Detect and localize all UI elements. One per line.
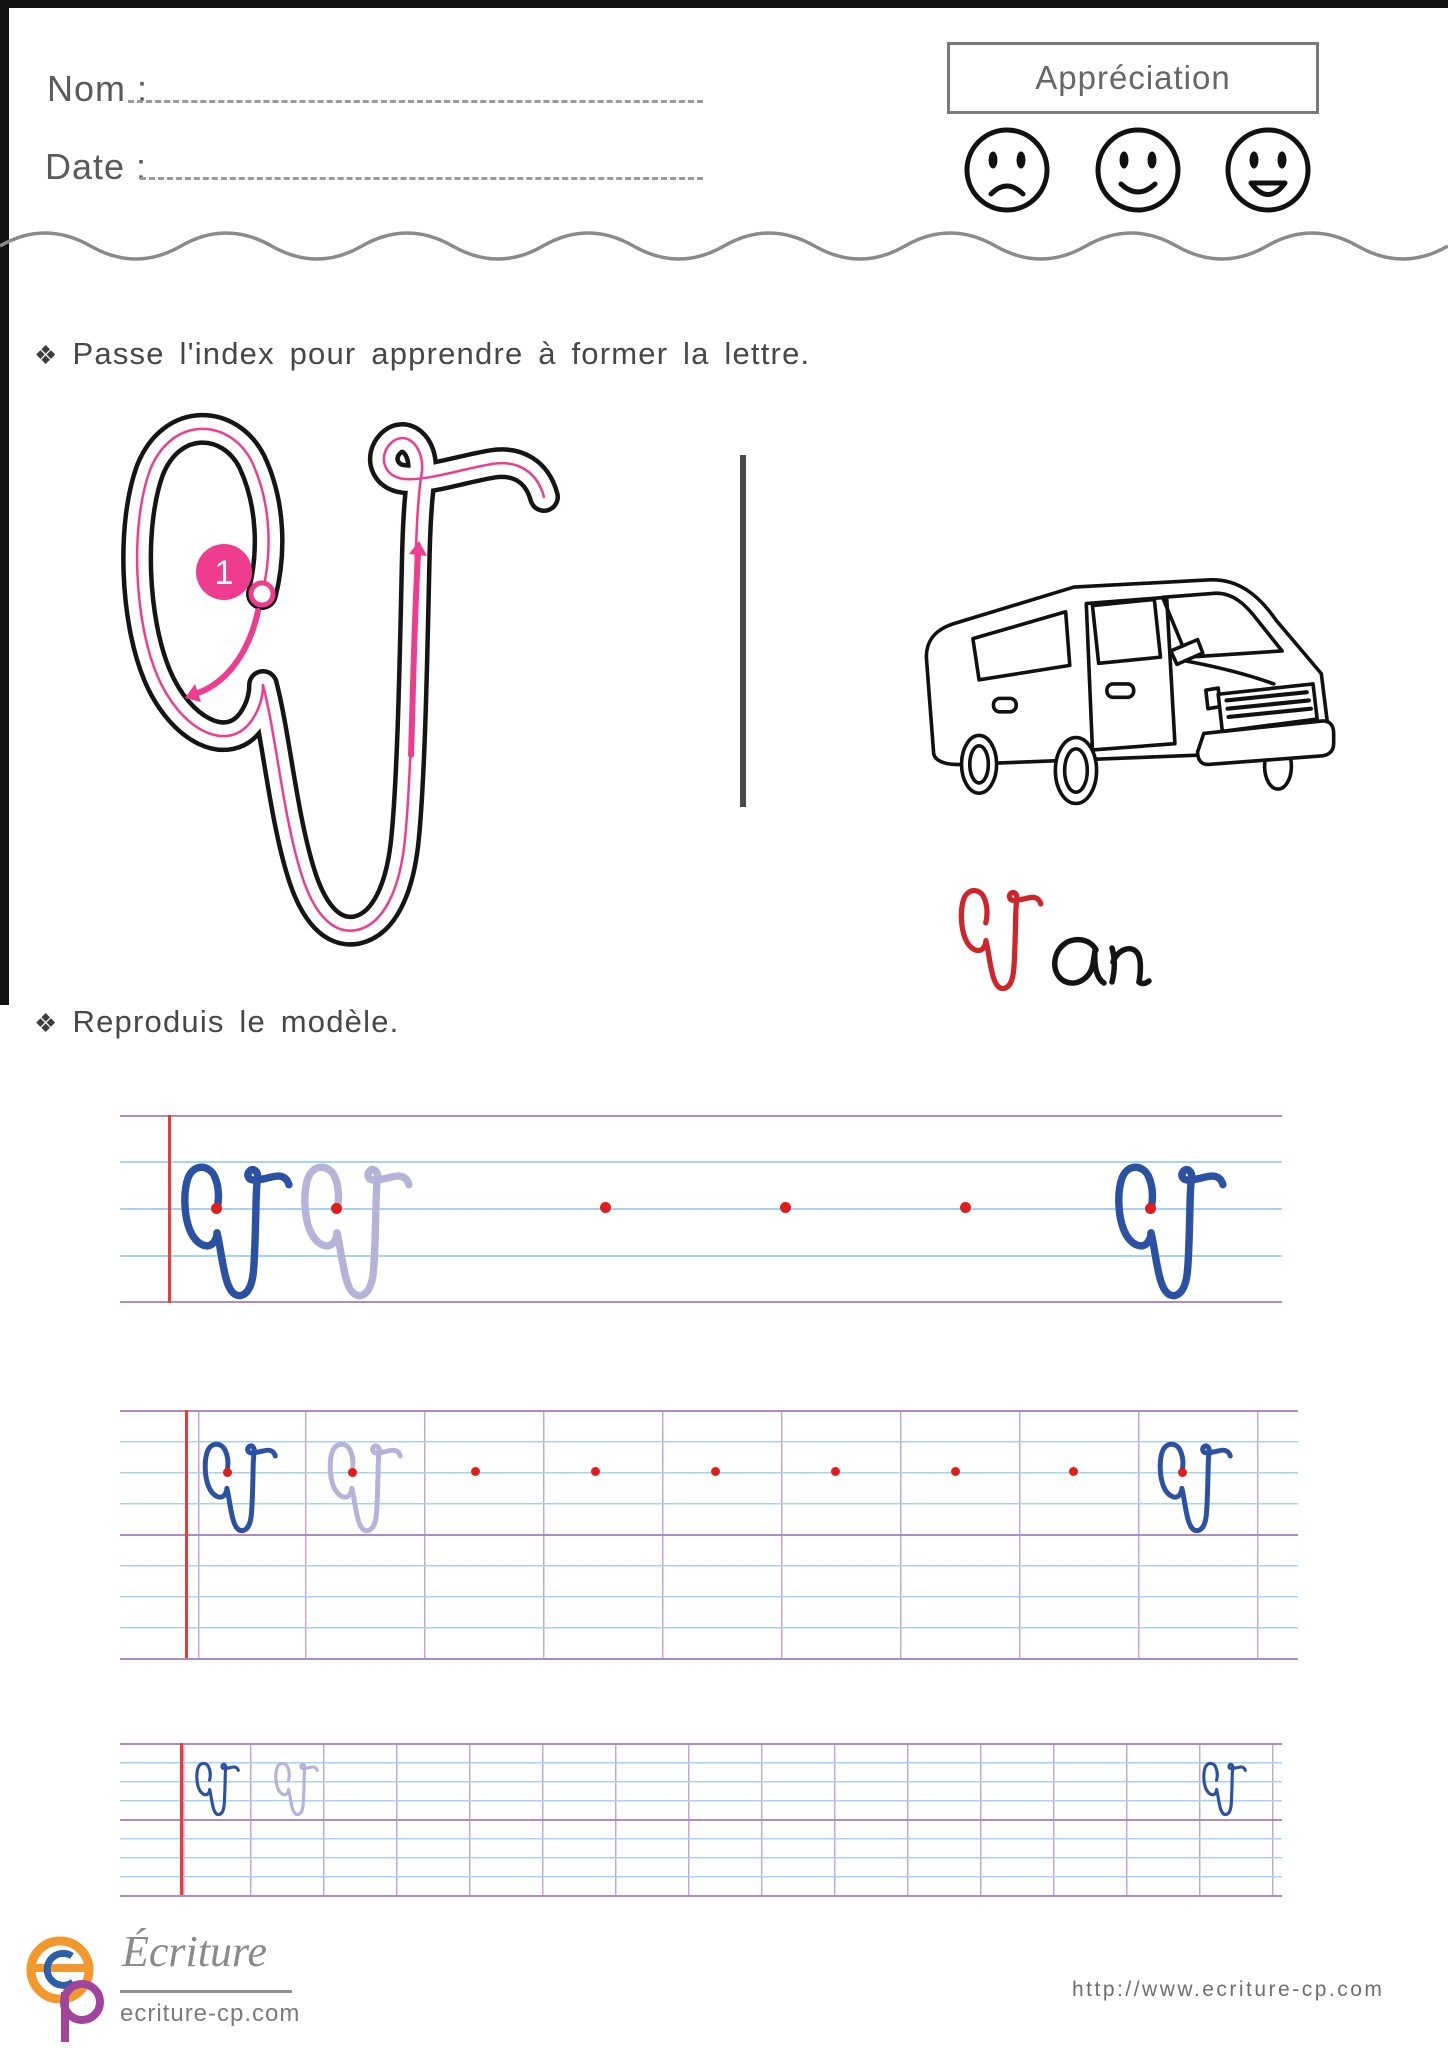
section-divider	[740, 455, 746, 807]
model-letter-blue	[183, 1161, 293, 1302]
model-letter-blue	[1202, 1761, 1247, 1817]
name-label: Nom :	[47, 68, 149, 109]
name-write-line	[128, 100, 703, 103]
scan-edge-left	[0, 0, 9, 1005]
trace-arrow-up	[408, 541, 427, 758]
letter-inner	[137, 429, 544, 931]
start-dot	[348, 1468, 357, 1477]
step-badge	[196, 544, 252, 600]
start-dot	[471, 1467, 480, 1476]
practice-grid-medium	[120, 1410, 1298, 1660]
start-dot	[1069, 1467, 1078, 1476]
sad-face-icon	[964, 127, 1050, 213]
instruction-copy: ❖ Reproduis le modèle.	[34, 1004, 399, 1040]
model-letter-blue	[1159, 1440, 1233, 1535]
practice-lines-large	[120, 1115, 1282, 1303]
start-dot	[960, 1202, 971, 1213]
rule-line	[120, 1161, 1282, 1163]
instruction-trace: ❖ Passe l'index pour apprendre à former …	[34, 336, 810, 372]
instruction-trace-text: Passe l'index pour apprendre à former la…	[72, 336, 811, 371]
footer-url: http://www.ecriture-cp.com	[1072, 1978, 1385, 2001]
date-label: Date :	[45, 146, 148, 187]
start-dot	[223, 1468, 232, 1477]
step-number: 1	[215, 554, 234, 592]
start-dot	[211, 1203, 222, 1214]
bullet-icon: ❖	[34, 1008, 59, 1038]
model-letter-blue	[204, 1440, 278, 1535]
start-dot	[600, 1202, 611, 1213]
brand-name: Écriture	[122, 1927, 267, 1976]
margin-line	[185, 1410, 188, 1658]
bullet-icon: ❖	[34, 340, 59, 370]
start-dot	[951, 1467, 960, 1476]
smile-face-icon	[1095, 127, 1181, 213]
model-letter-blue	[195, 1761, 240, 1817]
model-word: Van	[960, 876, 1180, 1011]
start-dot	[331, 1203, 342, 1214]
start-dot	[591, 1467, 600, 1476]
rule-line	[120, 1255, 1282, 1257]
model-letter-blue	[1117, 1161, 1227, 1302]
margin-line	[180, 1743, 183, 1895]
big-smile-face-icon	[1225, 127, 1311, 213]
rule-line	[120, 1115, 1282, 1117]
model-word-art	[960, 876, 1152, 1011]
letter-outline	[137, 429, 544, 931]
start-dot	[1145, 1203, 1156, 1214]
wavy-divider	[0, 231, 1448, 261]
brand-logo-icon	[26, 1936, 104, 2042]
model-letter-light	[274, 1761, 319, 1817]
rule-line	[120, 1208, 1282, 1210]
instruction-copy-text: Reproduis le modèle.	[72, 1004, 400, 1039]
date-write-line	[140, 177, 703, 180]
appreciation-smileys	[964, 127, 1311, 213]
margin-line	[168, 1115, 171, 1303]
word-initial-v	[961, 891, 1040, 989]
start-dot	[1178, 1468, 1187, 1477]
word-rest-an	[1052, 936, 1152, 987]
start-point-marker	[248, 580, 276, 608]
brand-site: ecriture-cp.com	[120, 2000, 301, 2027]
tracing-letter-v: 1	[130, 405, 560, 955]
brand-underline	[120, 1990, 292, 1993]
start-dot	[711, 1467, 720, 1476]
trace-guide-line	[135, 427, 546, 932]
scan-edge-top	[0, 0, 1448, 8]
appreciation-label: Appréciation	[1035, 59, 1231, 96]
rule-line	[120, 1301, 1282, 1303]
start-dot	[831, 1467, 840, 1476]
van-illustration	[924, 578, 1336, 806]
appreciation-box: Appréciation	[947, 42, 1319, 114]
model-letter-light	[329, 1440, 403, 1535]
trace-arrow-start	[185, 608, 261, 702]
start-dot	[780, 1202, 791, 1213]
model-letter-light	[303, 1161, 413, 1302]
